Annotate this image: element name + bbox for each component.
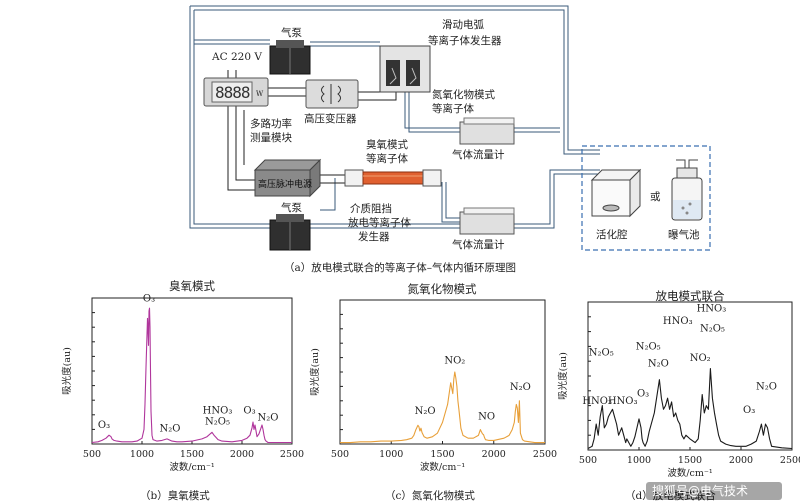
spectrum-line xyxy=(340,371,545,444)
peak-label: O₃ xyxy=(743,405,755,416)
x-axis-label: 波数/cm⁻¹ xyxy=(169,461,215,473)
x-tick-label: 1500 xyxy=(430,449,454,460)
caption-c: （c）氮氧化物模式 xyxy=(385,489,475,502)
ac-input-label: AC 220 V xyxy=(211,51,262,63)
x-tick-label: 1000 xyxy=(379,449,403,460)
ozone-mode-label-2: 等离子体 xyxy=(366,152,408,165)
peak-label: N₂O₅ xyxy=(636,341,661,352)
x-tick-label: 2000 xyxy=(729,455,753,466)
power-meter-label-1: 多路功率 xyxy=(250,117,292,130)
chart-title: 放电模式联合 xyxy=(656,289,725,303)
caption-d: （d）放电模式联合 xyxy=(625,489,716,502)
dbd-label-3: 发生器 xyxy=(358,230,390,243)
x-tick-label: 1000 xyxy=(130,449,154,460)
spectrum-line xyxy=(91,307,292,444)
hv-transformer-label: 高压变压器 xyxy=(304,112,357,125)
active-chamber-label: 活化腔 xyxy=(596,228,628,241)
watermark: 搜狐号@电气技术 xyxy=(646,482,782,500)
meter-display: 8888 xyxy=(215,83,250,102)
peak-label: N₂O xyxy=(510,382,531,393)
chart-title: 氮氧化物模式 xyxy=(408,282,477,296)
peak-label: O₃ xyxy=(637,389,649,400)
meter-unit: W xyxy=(256,90,264,98)
gliding-arc-label-1: 滑动电弧 xyxy=(442,18,484,31)
peak-label: HNO₃ xyxy=(697,304,727,315)
schematic-diagram: AC 220 V 8888 W 多路功率 测量模块 高压变压器 气泵 xyxy=(189,5,711,274)
x-tick-label: 500 xyxy=(579,455,597,466)
air-pump-top-label: 气泵 xyxy=(281,26,302,39)
peak-label: O₃ xyxy=(143,294,155,305)
peak-label: N₂O xyxy=(415,406,436,417)
x-tick-label: 500 xyxy=(331,449,349,460)
x-axis-label: 波数/cm⁻¹ xyxy=(420,461,466,473)
peak-label: N₂O xyxy=(258,413,279,424)
peak-label: NO₂ xyxy=(690,353,711,364)
x-tick-label: 2500 xyxy=(280,449,304,460)
x-tick-label: 2000 xyxy=(482,449,506,460)
aeration-tank-label: 曝气池 xyxy=(668,228,700,241)
gliding-arc-generator xyxy=(379,45,431,93)
chart-title: 臭氧模式 xyxy=(169,279,215,293)
x-tick-label: 2500 xyxy=(533,449,557,460)
or-label: 或 xyxy=(650,191,661,203)
pulse-supply-label: 高压脉冲电源 xyxy=(258,178,312,190)
pulse-power-supply: 高压脉冲电源 xyxy=(253,158,322,198)
dbd-label-2: 放电等离子体 xyxy=(348,216,411,229)
peak-label: HNO₃ xyxy=(663,316,693,327)
y-axis-label: 吸光度(au) xyxy=(309,348,321,396)
reaction-vessel-box xyxy=(581,145,711,251)
x-tick-label: 2000 xyxy=(230,449,254,460)
peak-label: N₂O₅ xyxy=(700,324,725,335)
ozone-mode-label-1: 臭氧模式 xyxy=(366,138,408,151)
peak-label: O₃ xyxy=(243,405,255,416)
peak-label: N₂O xyxy=(756,381,777,392)
gas-flowmeter-top-label: 气体流量计 xyxy=(452,148,505,161)
dbd-reactor xyxy=(344,169,442,187)
gas-pipes xyxy=(189,5,600,229)
power-meter-label-2: 测量模块 xyxy=(250,131,292,144)
nox-mode-label-1: 氮氧化物模式 xyxy=(432,88,495,101)
peak-label: N₂O₅ xyxy=(205,416,230,427)
peak-label: N₂O xyxy=(648,358,669,369)
air-pump-bottom xyxy=(269,214,311,251)
x-tick-label: 500 xyxy=(83,449,101,460)
caption-b: （b）臭氧模式 xyxy=(140,489,210,502)
watermark-text: 搜狐号@电气技术 xyxy=(652,483,748,498)
peak-label: N₂O xyxy=(160,424,181,435)
x-tick-label: 1500 xyxy=(180,449,204,460)
peak-label: HNO₃ xyxy=(203,405,233,416)
gas-flowmeter-top xyxy=(459,117,515,145)
peak-label: O₃ xyxy=(98,420,110,431)
x-axis-label: 波数/cm⁻¹ xyxy=(667,467,713,479)
peak-label: NO xyxy=(478,412,495,423)
gliding-arc-label-2: 等离子体发生器 xyxy=(428,34,502,47)
gas-flowmeter-bottom xyxy=(459,207,515,235)
air-pump-bottom-label: 气泵 xyxy=(281,201,302,214)
x-tick-label: 1000 xyxy=(627,455,651,466)
peak-label: NO₂ xyxy=(444,355,465,366)
hv-transformer xyxy=(305,79,359,109)
nox-mode-label-2: 等离子体 xyxy=(432,102,474,115)
x-tick-label: 2500 xyxy=(780,455,800,466)
y-axis-label: 吸光度(au) xyxy=(557,352,569,400)
peak-label: HNO₃ xyxy=(608,396,638,407)
dbd-label-1: 介质阻挡 xyxy=(350,202,392,215)
y-axis-label: 吸光度(au) xyxy=(61,347,73,395)
power-meter-module: 8888 W xyxy=(203,77,269,107)
peak-label: HNO₃ xyxy=(582,396,612,407)
x-tick-label: 1500 xyxy=(678,455,702,466)
air-pump-top xyxy=(269,40,311,75)
peak-label: N₂O₅ xyxy=(589,347,614,358)
caption-a: （a）放电模式联合的等离子体–气体内循环原理图 xyxy=(284,261,516,274)
spectrum-line xyxy=(587,368,793,450)
gas-flowmeter-bottom-label: 气体流量计 xyxy=(452,238,505,251)
